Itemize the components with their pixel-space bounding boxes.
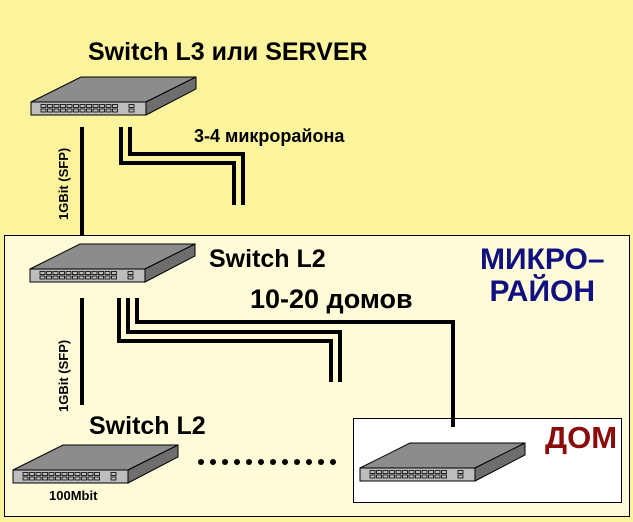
house-switch-icon <box>359 442 526 482</box>
area-downlinks-label: 10-20 домов <box>250 284 413 314</box>
area-switch-icon <box>29 243 196 283</box>
area-title-line2: РАЙОН <box>489 275 596 308</box>
core-downlink-cable-1 <box>119 127 236 205</box>
core-downlinks-label: 3-4 микрорайона <box>194 126 345 146</box>
house-title: ДОМ <box>545 420 618 455</box>
area-switch-title: Switch L2 <box>209 245 326 273</box>
area-title-line1: МИКРО– <box>480 243 605 276</box>
core-switch-icon <box>30 76 197 116</box>
core-switch-title: Switch L3 или SERVER <box>88 38 368 66</box>
area-title: МИКРО– РАЙОН <box>480 244 605 308</box>
access-speed-label: 100Mbit <box>49 488 98 503</box>
access-switch-icon <box>12 444 179 484</box>
core-downlink-cable-2 <box>128 127 245 205</box>
area-downlink-cable-3 <box>135 298 455 427</box>
area-downlink-cable-2 <box>126 298 342 382</box>
access-switch-title: Switch L2 <box>89 412 206 440</box>
area-downlink-cable-1 <box>117 298 333 382</box>
ellipsis-dots <box>198 459 336 465</box>
core-link-label: 1GBit (SFP) <box>56 147 71 220</box>
area-link-label: 1GBit (SFP) <box>56 339 71 412</box>
